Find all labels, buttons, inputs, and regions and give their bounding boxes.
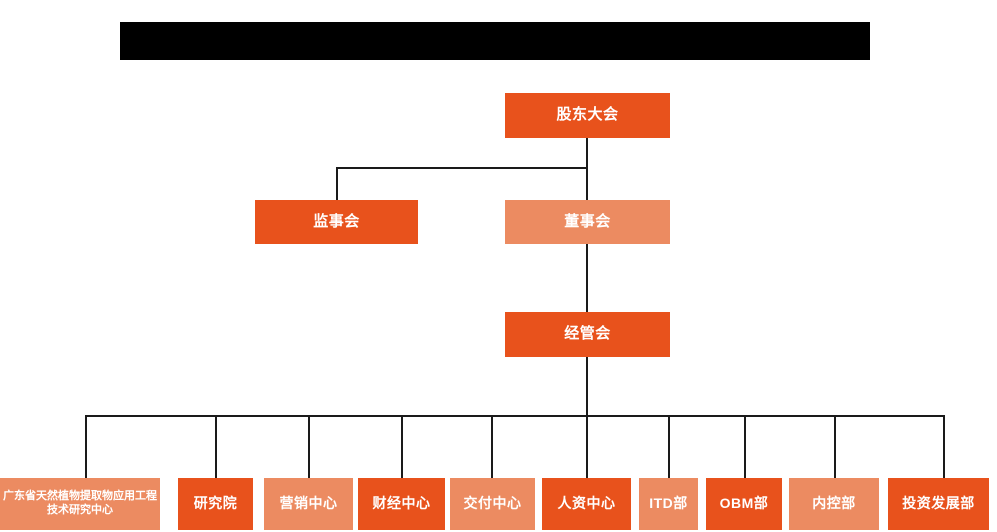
connector-drop-eng-research-center <box>85 415 87 478</box>
redacted-title-bar <box>120 22 870 60</box>
connector-shareholders-down <box>586 138 588 168</box>
node-supervisors[interactable]: 监事会 <box>255 200 418 244</box>
connector-drop-marketing-center <box>308 415 310 478</box>
node-internal-control-dept[interactable]: 内控部 <box>789 478 879 530</box>
connector-drop-delivery-center <box>491 415 493 478</box>
connector-drop-itd-dept <box>668 415 670 478</box>
node-management[interactable]: 经管会 <box>505 312 670 357</box>
connector-to-directors <box>586 167 588 201</box>
node-research-institute[interactable]: 研究院 <box>178 478 253 530</box>
connector-management-down <box>586 356 588 416</box>
node-shareholders[interactable]: 股东大会 <box>505 93 670 138</box>
connector-drop-research-institute <box>215 415 217 478</box>
connector-drop-obm-dept <box>744 415 746 478</box>
connector-directors-to-management <box>586 243 588 312</box>
connector-drop-finance-center <box>401 415 403 478</box>
node-itd-dept[interactable]: ITD部 <box>639 478 698 530</box>
connector-departments-bus <box>85 415 944 417</box>
node-eng-research-center[interactable]: 广东省天然植物提取物应用工程技术研究中心 <box>0 478 160 530</box>
connector-drop-hr-center <box>586 415 588 478</box>
connector-level1-bus <box>336 167 588 169</box>
connector-to-supervisors <box>336 167 338 201</box>
node-obm-dept[interactable]: OBM部 <box>706 478 782 530</box>
node-finance-center[interactable]: 财经中心 <box>358 478 445 530</box>
connector-drop-internal-control-dept <box>834 415 836 478</box>
node-delivery-center[interactable]: 交付中心 <box>450 478 535 530</box>
node-directors[interactable]: 董事会 <box>505 200 670 244</box>
connector-drop-investment-dev-dept <box>943 415 945 478</box>
node-hr-center[interactable]: 人资中心 <box>542 478 631 530</box>
node-marketing-center[interactable]: 营销中心 <box>264 478 353 530</box>
node-investment-dev-dept[interactable]: 投资发展部 <box>888 478 989 530</box>
